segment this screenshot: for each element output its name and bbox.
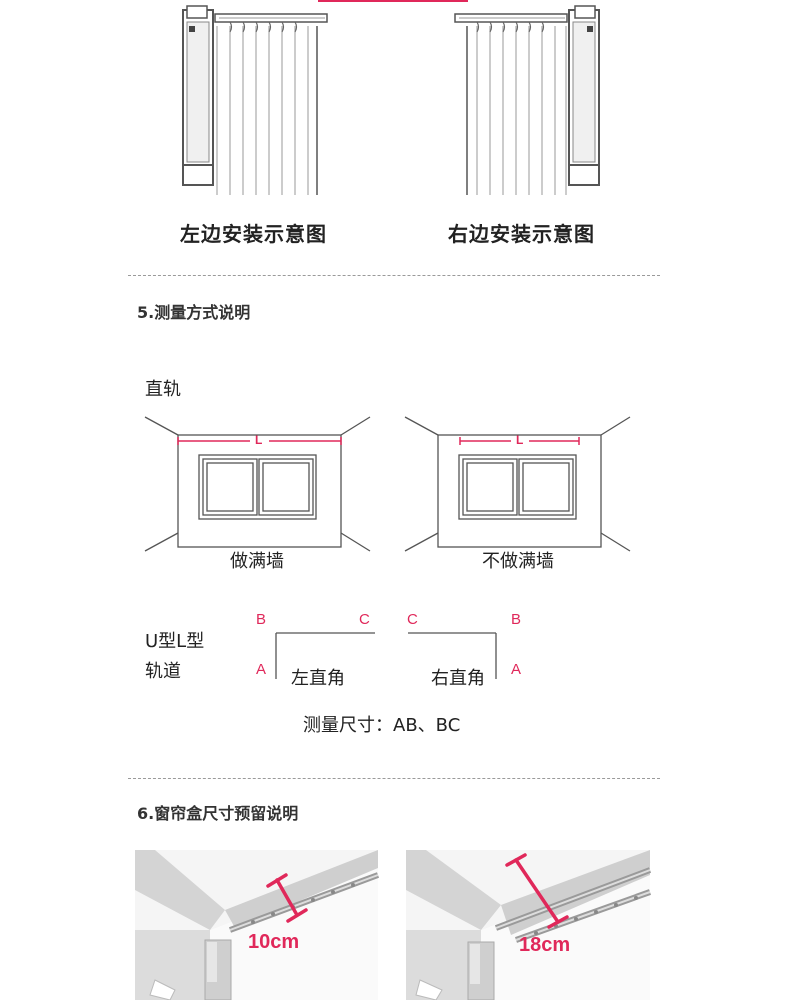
left-angle-point-b: B	[256, 611, 267, 628]
red-heading-cropped	[318, 0, 468, 2]
left-angle-label: 左直角	[291, 668, 345, 689]
right-angle-point-b: B	[511, 611, 522, 628]
full-wall-label: 做满墙	[230, 551, 284, 572]
ul-rail-label-line2: 轨道	[145, 661, 181, 682]
not-full-wall-length-marker: L	[516, 433, 524, 447]
full-wall-diagram	[144, 416, 371, 552]
not-full-wall-diagram	[404, 416, 631, 552]
left-install-diagram	[182, 5, 328, 195]
right-angle-point-c: C	[407, 611, 418, 628]
divider-2	[128, 778, 660, 779]
right-right-angle-diagram	[408, 632, 497, 679]
left-install-caption: 左边安装示意图	[180, 222, 327, 246]
ul-rail-label-line1: U型L型	[145, 631, 205, 652]
divider-1	[128, 275, 660, 276]
full-wall-length-marker: L	[255, 433, 263, 447]
not-full-wall-label: 不做满墙	[482, 551, 554, 572]
straight-rail-label: 直轨	[145, 379, 181, 400]
right-install-diagram	[454, 5, 600, 195]
right-install-caption: 右边安装示意图	[448, 222, 595, 246]
right-angle-label: 右直角	[431, 668, 485, 689]
left-angle-point-c: C	[359, 611, 370, 628]
measure-dimensions-text: 测量尺寸：AB、BC	[303, 715, 461, 736]
left-right-angle-diagram	[275, 632, 375, 679]
right-angle-point-a: A	[511, 661, 522, 678]
curtain-box-photo-left	[135, 850, 380, 1000]
curtain-box-photo-right	[406, 850, 652, 1000]
right-size-label: 18cm	[519, 934, 571, 956]
section6-title: 6.窗帘盒尺寸预留说明	[137, 804, 299, 823]
section5-title: 5.测量方式说明	[137, 303, 251, 322]
left-angle-point-a: A	[256, 661, 267, 678]
left-size-label: 10cm	[248, 931, 300, 953]
